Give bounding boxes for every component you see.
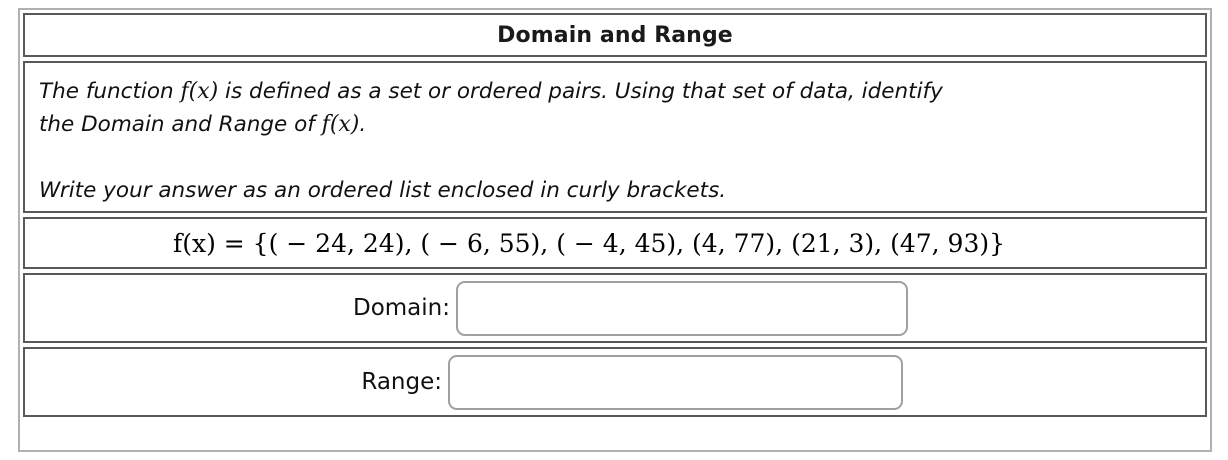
inline-math-fx: f(x) — [321, 112, 360, 137]
exercise-frame: Domain and Range The function f(x) is de… — [18, 8, 1212, 452]
instructions-row: The function f(x) is defined as a set or… — [23, 61, 1207, 213]
range-input[interactable] — [448, 354, 903, 410]
instruction-text-segment: . — [359, 112, 367, 137]
function-definition-expression: f(x) = {( − 24, 24), ( − 6, 55), ( − 4, … — [172, 228, 1006, 258]
inline-math-fx: f(x) — [180, 79, 219, 104]
instruction-text-segment: is defined as a set or ordered pairs. Us… — [218, 79, 943, 104]
range-answer-row: Range: — [23, 347, 1207, 417]
range-label: Range: — [361, 369, 442, 395]
page-title: Domain and Range — [497, 22, 733, 48]
instruction-line-1: The function f(x) is defined as a set or… — [39, 75, 1191, 108]
domain-input[interactable] — [456, 280, 908, 336]
domain-label: Domain: — [353, 295, 450, 321]
domain-answer-row: Domain: — [23, 273, 1207, 343]
paragraph-spacer — [39, 141, 1191, 174]
title-row: Domain and Range — [23, 13, 1207, 57]
instruction-text-segment: The function — [39, 79, 181, 104]
function-definition-row: f(x) = {( − 24, 24), ( − 6, 55), ( − 4, … — [23, 217, 1207, 269]
instruction-line-2: the Domain and Range of f(x). — [39, 108, 1191, 141]
instruction-text-segment: the Domain and Range of — [39, 112, 322, 137]
instruction-line-3: Write your answer as an ordered list enc… — [39, 178, 727, 203]
